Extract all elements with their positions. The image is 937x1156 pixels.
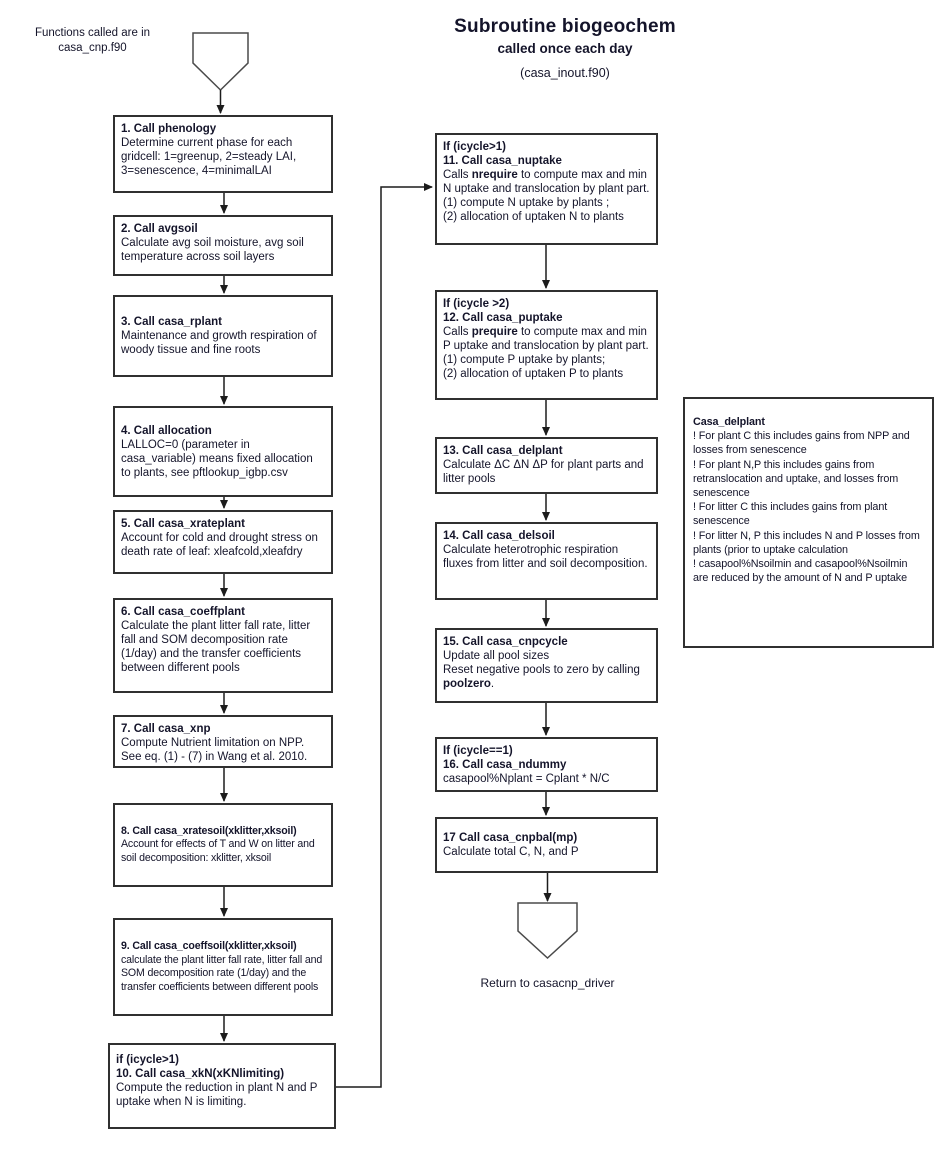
box-body: calculate the plant litter fall rate, li… — [121, 953, 323, 993]
box-list-item: (2) allocation of uptaken N to plants — [443, 211, 624, 223]
box-body: Calculate avg soil moisture, avg soil te… — [121, 237, 304, 263]
flow-box-8: 8. Call casa_xratesoil(xklitter,xksoil) … — [113, 803, 333, 887]
delplant-note: Casa_delplant ! For plant C this include… — [683, 397, 934, 648]
box-title: 9. Call casa_coeffsoil(xklitter,xksoil) — [121, 940, 297, 952]
box-condition: If (icycle>1) — [443, 141, 506, 153]
box-title: 2. Call avgsoil — [121, 223, 198, 235]
source-file-label: (casa_inout.f90) — [520, 66, 610, 80]
box-title: 6. Call casa_coeffplant — [121, 606, 245, 618]
flow-box-15: 15. Call casa_cnpcycle Update all pool s… — [435, 628, 658, 703]
box-body: Compute Nutrient limitation on NPP. See … — [121, 737, 308, 763]
return-label: Return to casacnp_driver — [480, 976, 615, 990]
body-text: Calls — [443, 169, 472, 181]
body-text: to compute max and min P uptake and tran… — [443, 326, 649, 352]
box-title: 1. Call phenology — [121, 123, 217, 135]
box-body: Calculate heterotrophic respiration flux… — [443, 544, 648, 570]
box-title: 10. Call casa_xkN(xKNlimiting) — [116, 1068, 285, 1080]
delplant-note-line: ! For litter N, P this includes N and P … — [693, 529, 920, 556]
delplant-note-line: ! For plant N,P this includes gains from… — [693, 458, 899, 500]
box-body: Calculate total C, N, and P — [443, 846, 579, 858]
body-emphasis: prequire — [471, 326, 518, 338]
delplant-note-title: Casa_delplant — [693, 416, 765, 428]
box-title: 14. Call casa_delsoil — [443, 530, 555, 542]
box-title: 5. Call casa_xrateplant — [121, 518, 246, 530]
flow-box-2: 2. Call avgsoil Calculate avg soil moist… — [113, 215, 333, 276]
flow-box-16: If (icycle==1) 16. Call casa_ndummy casa… — [435, 737, 658, 792]
flow-box-5: 5. Call casa_xrateplant Account for cold… — [113, 510, 333, 574]
box-body: Calls nrequire to compute max and min N … — [443, 168, 650, 196]
flow-box-17: 17 Call casa_cnpbal(mp) Calculate total … — [435, 817, 658, 873]
box-title: 17 Call casa_cnpbal(mp) — [443, 832, 578, 844]
box-body: Reset negative pools to zero by calling … — [443, 663, 650, 691]
box-body: Account for cold and drought stress on d… — [121, 532, 318, 558]
page-subtitle: called once each day — [497, 41, 633, 56]
box-body: Calculate ΔC ΔN ΔP for plant parts and l… — [443, 459, 644, 485]
delplant-note-line: ! casapool%Nsoilmin and casapool%Nsoilmi… — [693, 558, 908, 585]
body-text: Calls — [443, 326, 472, 338]
box-title: 12. Call casa_puptake — [443, 312, 563, 324]
box-condition: If (icycle==1) — [443, 745, 513, 757]
delplant-note-line: ! For litter C this includes gains from … — [693, 501, 888, 528]
loop-connector — [336, 183, 433, 1088]
body-emphasis: poolzero — [443, 678, 491, 690]
box-title: 13. Call casa_delplant — [443, 445, 563, 457]
box-title: 15. Call casa_cnpcycle — [443, 636, 568, 648]
box-body: Update all pool sizes — [443, 650, 550, 662]
start-terminator-icon — [192, 32, 249, 92]
box-body: Maintenance and growth respiration of wo… — [121, 330, 317, 356]
box-body: Determine current phase for each gridcel… — [121, 137, 297, 177]
flow-box-4: 4. Call allocation LALLOC=0 (parameter i… — [113, 406, 333, 497]
flow-box-11: If (icycle>1) 11. Call casa_nuptake Call… — [435, 133, 658, 245]
functions-note-line1: Functions called are in — [34, 27, 151, 39]
flow-box-10: if (icycle>1) 10. Call casa_xkN(xKNlimit… — [108, 1043, 336, 1129]
box-title: 3. Call casa_rplant — [121, 316, 222, 328]
box-title: 4. Call allocation — [121, 424, 212, 437]
flow-box-9: 9. Call casa_coeffsoil(xklitter,xksoil) … — [113, 918, 333, 1016]
functions-note: Functions called are in casa_cnp.f90 — [10, 26, 175, 56]
box-body: Calls prequire to compute max and min P … — [443, 325, 650, 353]
title-block: Subroutine biogeochem called once each d… — [385, 16, 745, 80]
delplant-note-line: ! For plant C this includes gains from N… — [693, 430, 910, 457]
box-body: casapool%Nplant = Cplant * N/C — [443, 773, 610, 785]
box-title: 8. Call casa_xratesoil(xklitter,xksoil) — [121, 824, 297, 837]
box-body: LALLOC=0 (parameter in casa_variable) me… — [121, 438, 313, 479]
page-title: Subroutine biogeochem — [454, 16, 676, 37]
box-title: 16. Call casa_ndummy — [443, 759, 567, 771]
body-text: Reset negative pools to zero by calling — [443, 664, 640, 676]
body-text: . — [490, 678, 495, 690]
flow-box-14: 14. Call casa_delsoil Calculate heterotr… — [435, 522, 658, 600]
flow-box-12: If (icycle >2) 12. Call casa_puptake Cal… — [435, 290, 658, 400]
box-body: Account for effects of T and W on litter… — [121, 838, 315, 864]
flow-box-1: 1. Call phenology Determine current phas… — [113, 115, 333, 193]
end-terminator-icon — [517, 902, 578, 960]
box-list-item: (1) compute P uptake by plants; — [443, 354, 606, 366]
flow-box-3: 3. Call casa_rplant Maintenance and grow… — [113, 295, 333, 377]
box-list-item: (1) compute N uptake by plants ; — [443, 197, 610, 209]
body-text: to compute max and min N uptake and tran… — [443, 169, 650, 195]
box-body: Calculate the plant litter fall rate, li… — [121, 620, 311, 674]
box-title: 7. Call casa_xnp — [121, 723, 211, 735]
box-condition: if (icycle>1) — [116, 1054, 179, 1066]
flow-box-13: 13. Call casa_delplant Calculate ΔC ΔN Δ… — [435, 437, 658, 494]
body-emphasis: nrequire — [471, 169, 518, 181]
box-body: Compute the reduction in plant N and P u… — [116, 1082, 318, 1108]
box-title: 11. Call casa_nuptake — [443, 155, 562, 167]
flow-box-7: 7. Call casa_xnp Compute Nutrient limita… — [113, 715, 333, 768]
functions-note-line2: casa_cnp.f90 — [58, 42, 127, 54]
box-condition: If (icycle >2) — [443, 298, 510, 310]
flow-box-6: 6. Call casa_coeffplant Calculate the pl… — [113, 598, 333, 693]
box-list-item: (2) allocation of uptaken P to plants — [443, 368, 624, 380]
